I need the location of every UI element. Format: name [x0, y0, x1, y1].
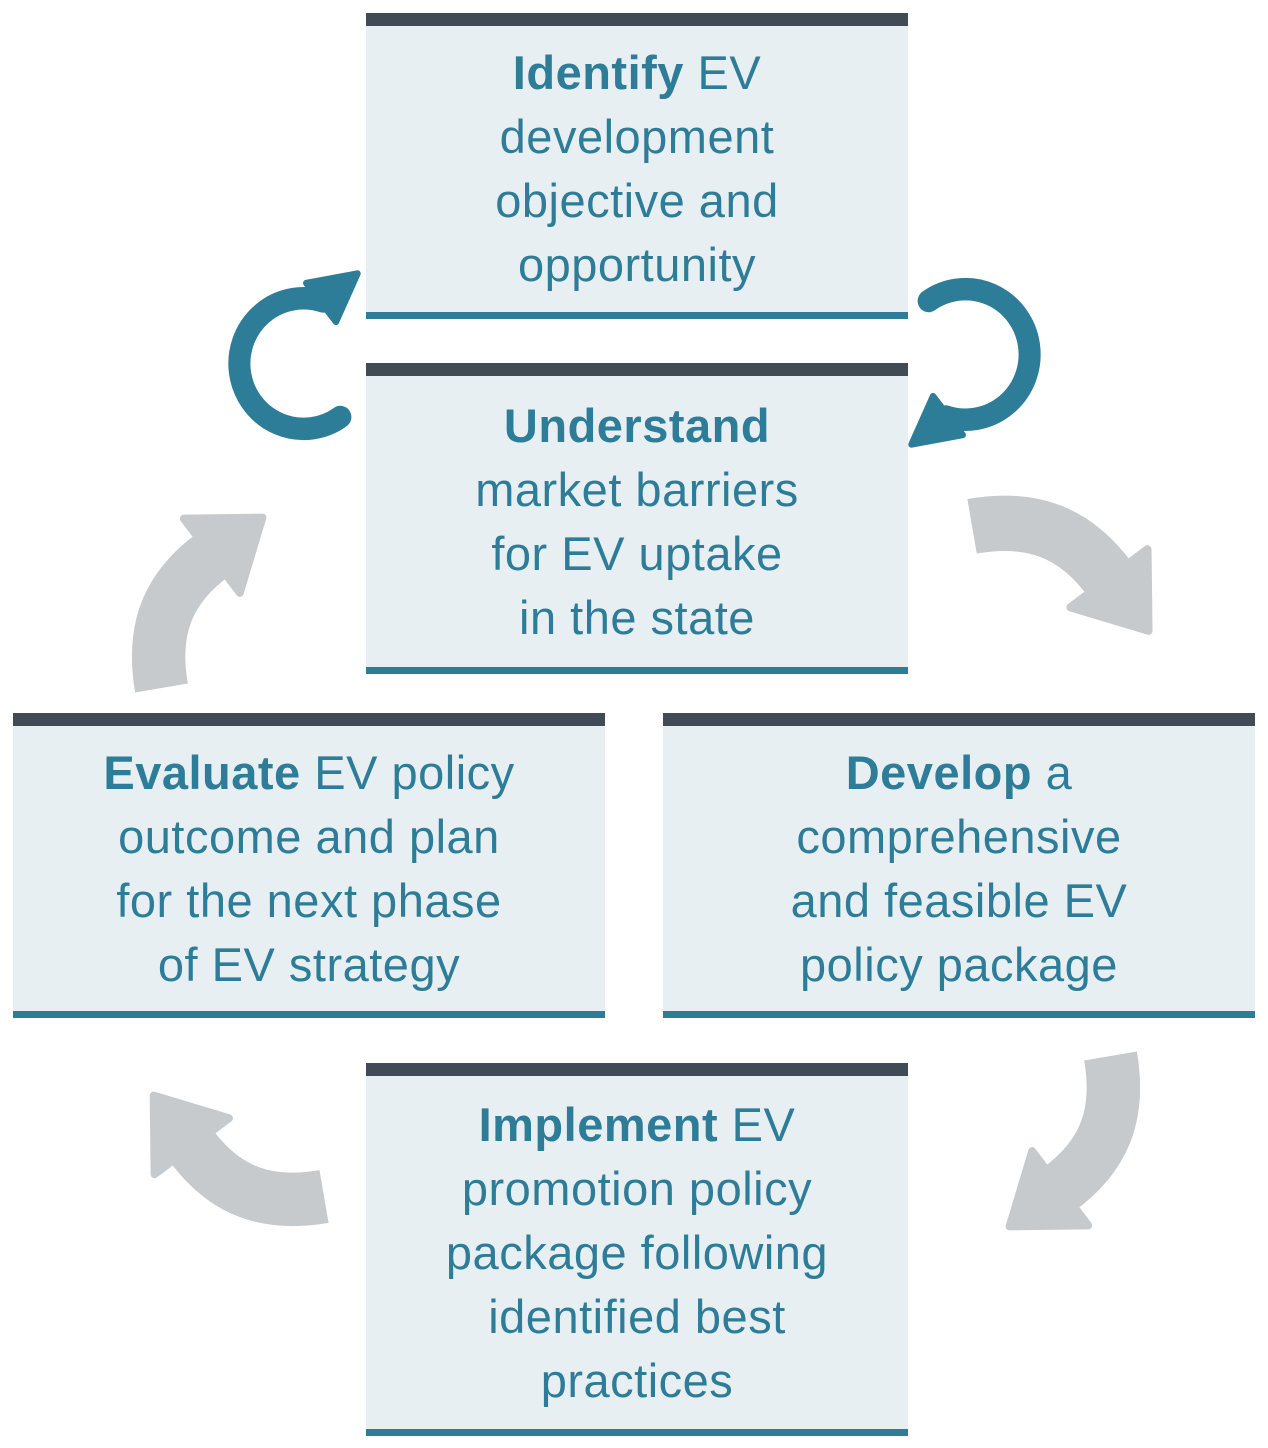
- flow-arrow-up-right-icon: [112, 492, 310, 693]
- step-line: and feasible EV: [790, 873, 1128, 927]
- step-line: of EV strategy: [157, 937, 461, 991]
- step-box-implement: Implement EV promotion policy package foll…: [366, 1063, 908, 1436]
- step-box-evaluate: Evaluate EV policy outcome and plan for th…: [13, 713, 605, 1018]
- step-text-evaluate: Evaluate EV policy outcome and plan for th…: [103, 741, 514, 997]
- flow-arrow-down-right-icon: [967, 475, 1175, 680]
- step-line: objective and: [495, 174, 779, 227]
- step-line: Evaluate EV policy: [103, 745, 515, 799]
- step-line: for EV uptake: [491, 526, 783, 580]
- step-line: policy package: [800, 937, 1118, 991]
- step-line: opportunity: [517, 238, 757, 291]
- flow-arrow-up-left-icon: [128, 1048, 329, 1246]
- step-line: package following: [445, 1225, 829, 1279]
- step-line: promotion policy: [461, 1161, 813, 1215]
- step-line: Identify EV: [512, 46, 762, 99]
- step-line: development: [499, 110, 775, 163]
- step-text-identify: Identify EV development objective and oppor…: [495, 41, 778, 297]
- step-line: market barriers: [475, 462, 799, 516]
- step-line: outcome and plan: [118, 809, 500, 863]
- flow-arrow-down-left-icon: [962, 1051, 1160, 1252]
- step-line: comprehensive: [796, 809, 1122, 863]
- step-text-understand: Understand market barriers for EV uptake in…: [475, 394, 799, 650]
- loop-arrow-left-icon: [228, 248, 374, 478]
- loop-arrow-right-icon: [895, 240, 1041, 470]
- step-line: for the next phase: [116, 873, 502, 927]
- step-box-identify: Identify EV development objective and oppor…: [366, 13, 908, 319]
- step-line: Develop a: [845, 745, 1073, 799]
- step-line: identified best: [488, 1289, 786, 1343]
- step-box-understand: Understand market barriers for EV uptake in…: [366, 363, 908, 674]
- step-text-implement: Implement EV promotion policy package foll…: [446, 1093, 828, 1413]
- step-box-develop: Develop a comprehensive and feasible EV pol…: [663, 713, 1255, 1018]
- step-text-develop: Develop a comprehensive and feasible EV pol…: [791, 741, 1128, 997]
- step-line: Understand: [503, 398, 771, 452]
- step-line: practices: [540, 1353, 734, 1407]
- step-line: in the state: [519, 590, 755, 644]
- step-line: Implement EV: [478, 1097, 796, 1151]
